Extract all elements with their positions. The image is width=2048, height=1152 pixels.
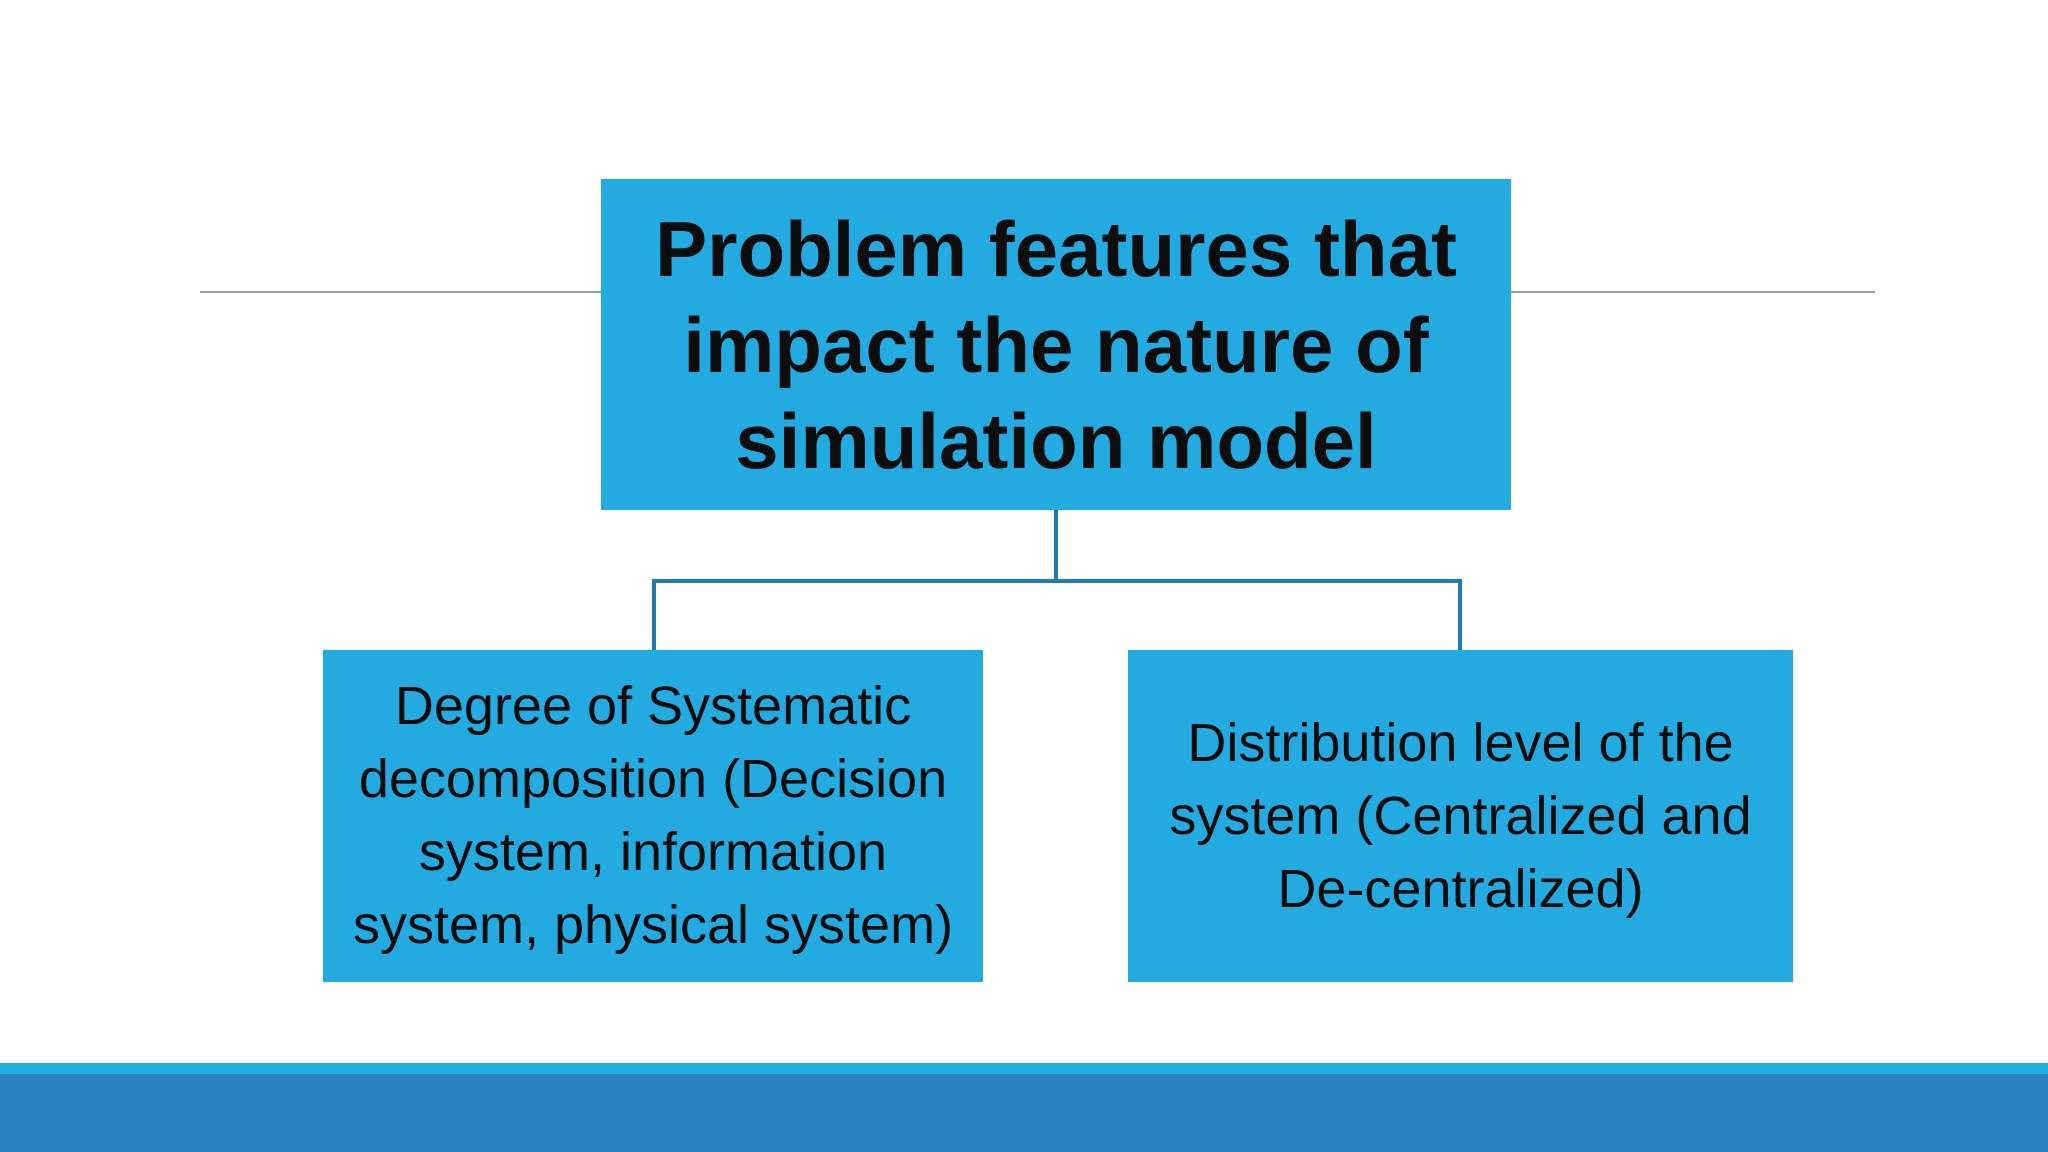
footer-band xyxy=(0,1074,2048,1152)
connector-right-drop-line xyxy=(1458,579,1462,652)
connector-left-drop-line xyxy=(652,579,656,652)
connector-stem-line xyxy=(1054,510,1058,582)
footer-accent-strip xyxy=(0,1063,2048,1074)
connector-horizontal-line xyxy=(652,579,1462,583)
